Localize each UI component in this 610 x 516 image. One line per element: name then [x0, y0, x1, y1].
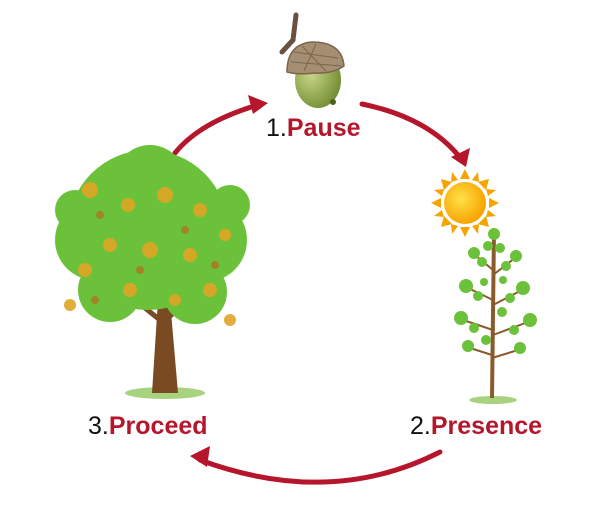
arrowhead-proceed: [190, 446, 210, 467]
arrow-presence-to-proceed: [197, 449, 443, 485]
step-word: Presence: [430, 412, 543, 440]
arrowhead-pause: [248, 95, 268, 114]
oak-tree-icon: [55, 145, 250, 399]
step-word: Proceed: [108, 412, 208, 440]
step-number: 3.: [88, 412, 109, 440]
step-word: Pause: [286, 114, 361, 142]
acorn-icon: [279, 12, 345, 108]
step-number: 2.: [410, 412, 431, 440]
arrowhead-presence: [451, 148, 470, 167]
arrow-proceed-to-pause: [172, 102, 261, 156]
sapling-icon: [454, 228, 537, 404]
sun-icon: [431, 169, 499, 237]
arrow-pause-to-presence: [359, 101, 465, 163]
step-label-presence: 2.Presence: [410, 412, 542, 440]
cycle-arrow-icon: [172, 101, 465, 485]
arrow-heads: [190, 95, 470, 467]
step-label-pause: 1.Pause: [266, 114, 361, 142]
step-number: 1.: [266, 114, 287, 142]
step-label-proceed: 3.Proceed: [88, 412, 208, 440]
